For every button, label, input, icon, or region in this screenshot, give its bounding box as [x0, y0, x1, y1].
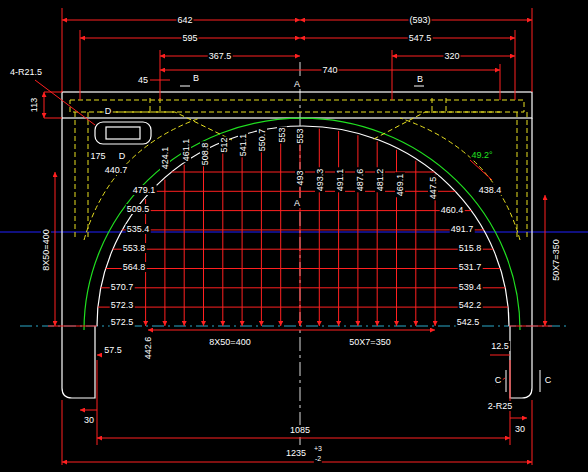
dimension-text: 113 — [29, 97, 39, 113]
dimension-text: A — [293, 198, 301, 208]
dimension-text: 553 — [295, 127, 305, 144]
dimension-text: 447.5 — [428, 176, 438, 201]
abscissa-line — [113, 249, 493, 250]
dimension-text: 642 — [176, 15, 193, 25]
dimension-text: 50X7=350 — [551, 238, 561, 281]
dimension-text: 553 — [277, 126, 287, 143]
section-marks — [180, 86, 540, 392]
center-line — [300, 62, 301, 445]
dimension-text: 539.4 — [458, 282, 483, 292]
abscissa-line — [151, 191, 456, 192]
dimension-text: 491.1 — [335, 168, 345, 193]
dimension-text: 1235 — [285, 448, 307, 458]
dimension-text: 515.8 — [458, 243, 483, 253]
dimension-text: B — [192, 73, 200, 83]
dimension-text: 50X7=350 — [348, 337, 391, 347]
dimension-text: D — [104, 106, 113, 116]
dimension-text: 509.5 — [126, 204, 151, 214]
hidden-lines — [70, 98, 527, 240]
dimension-text: 572.5 — [110, 317, 135, 327]
ordinate-line — [242, 137, 243, 326]
dimension-text: 542.2 — [458, 300, 483, 310]
ordinate-line — [261, 132, 262, 326]
dimension-text: 542.5 — [456, 317, 481, 327]
ordinate-line — [222, 144, 223, 326]
ordinate-line — [280, 129, 281, 326]
abscissa-line — [101, 287, 505, 288]
dimension-text: B — [416, 74, 424, 84]
base-line — [20, 326, 570, 327]
ordinate-line — [184, 165, 185, 326]
abscissa-line — [98, 307, 508, 308]
dimension-text: 740 — [321, 65, 338, 75]
dimension-text: 49.2° — [470, 150, 493, 160]
dimension-text: A — [293, 79, 301, 89]
dimension-text: 320 — [443, 51, 460, 61]
dimension-text: 535.4 — [126, 224, 151, 234]
dimension-text: 541.1 — [238, 133, 248, 158]
dimension-text: -2 — [314, 454, 322, 464]
dimension-text: 367.5 — [208, 51, 233, 61]
dimension-text: 8X50=400 — [41, 228, 51, 271]
dimension-text: C — [494, 375, 503, 385]
dimension-text: 424.1 — [160, 146, 170, 171]
dimension-text: C — [544, 375, 553, 385]
dimension-text: 8X50=400 — [208, 337, 251, 347]
dimension-lines — [35, 8, 552, 465]
dimension-text: 460.4 — [440, 205, 465, 215]
dimension-text: 30 — [83, 415, 95, 425]
dimension-text: 440.7 — [104, 165, 129, 175]
dimension-text: 45 — [137, 75, 149, 85]
dimension-text: 57.5 — [103, 345, 123, 355]
dimension-text: (593) — [408, 15, 431, 25]
dimension-text: 12.5 — [490, 341, 510, 351]
dimension-text: 469.1 — [395, 173, 405, 198]
dimension-text: 438.4 — [478, 185, 503, 195]
dimension-text: 487.6 — [355, 168, 365, 193]
frame-outline — [62, 92, 532, 398]
dimension-text: 493 — [295, 169, 305, 186]
dimension-text: 30 — [514, 424, 526, 434]
ordinate-line — [300, 128, 301, 326]
dimension-text: 2-R25 — [487, 401, 514, 411]
dimension-text: 4-R21.5 — [9, 67, 43, 77]
outer-arc — [84, 118, 520, 330]
dimension-text: 1085 — [289, 425, 311, 435]
dimension-text: 491.7 — [450, 224, 475, 234]
ordinate-line — [203, 153, 204, 326]
dimension-text: 547.5 — [408, 33, 433, 43]
dimension-text: 531.7 — [458, 262, 483, 272]
ordinate-line — [164, 180, 165, 326]
abscissa-line — [135, 210, 471, 211]
dimension-text: 572.3 — [110, 300, 135, 310]
dimension-text: +3 — [313, 444, 323, 454]
dimension-text: 175 — [89, 151, 106, 161]
dimension-text: 481.2 — [375, 168, 385, 193]
dimension-text: 442.6 — [143, 336, 153, 361]
dimension-text: 564.8 — [122, 262, 147, 272]
ordinate-line — [319, 129, 320, 326]
dimension-text: 553.8 — [122, 243, 147, 253]
ordinate-grid — [98, 128, 508, 326]
dimension-text: 512 — [219, 136, 229, 153]
dimension-text: 595 — [181, 33, 198, 43]
ordinate-line — [338, 131, 339, 326]
ordinate-line — [415, 161, 416, 326]
dimension-text: D — [118, 151, 127, 161]
ordinate-line — [357, 135, 358, 326]
abscissa-line — [106, 268, 501, 269]
dimension-text: 508.8 — [200, 142, 210, 167]
dimension-text: 550.7 — [257, 128, 267, 153]
dimension-text: 570.7 — [110, 282, 135, 292]
dimension-text: 461.1 — [181, 138, 191, 163]
abscissa-line — [122, 229, 483, 230]
dimension-text: 493.3 — [315, 168, 325, 193]
dimension-text: 479.1 — [132, 185, 157, 195]
